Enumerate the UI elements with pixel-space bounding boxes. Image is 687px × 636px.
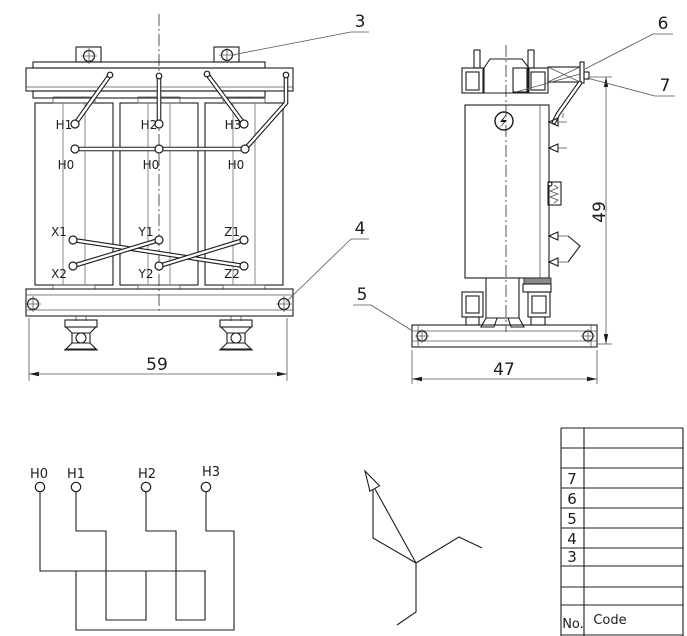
schematic-label-h1: H1 [67,467,85,482]
callout-4-text: 4 [355,219,366,239]
table-row-no-6: 6 [567,490,577,508]
side-view: 49 47 5 6 7 [353,14,675,384]
table-header-no: No. [562,617,584,632]
parts-table: 7 6 5 4 3 No. Code [560,427,684,636]
tap-block [547,181,562,206]
bushing-box [547,61,590,84]
side-width-dim-text: 47 [493,360,515,380]
neutral-label-2: H0 [143,158,160,172]
table-row-no-4: 4 [567,530,577,548]
callout-7-text: 7 [660,76,671,96]
bolt-icon [581,329,595,343]
phasor-arrowhead-icon [363,469,381,493]
front-roller-right [219,316,253,351]
schematic-phase3-wire [75,492,235,631]
schematic-label-h2: H2 [138,467,156,482]
front-width-dimension: 59 [28,318,288,381]
front-view: 59 H1 H2 H3 H0 H0 H0 X1 Y1 Z1 X2 Y2 Z2 [25,14,294,381]
table-row-no-7: 7 [567,470,577,488]
schematic-label-h3: H3 [202,465,220,480]
front-roller-left [64,316,98,351]
hv-terminal-label-h1: H1 [56,118,73,132]
callout-5: 5 [353,285,412,331]
winding-schematic: H0 H1 H2 H3 [30,465,235,631]
front-bottom-clamp [25,288,294,317]
table-header-code: Code [593,613,626,628]
callout-6: 6 [584,14,673,70]
side-tank-body [464,104,581,279]
bolt-icon [25,296,41,312]
lv-label-z1: Z1 [224,225,240,239]
callout-5-text: 5 [357,285,368,305]
lv-label-y1: Y1 [138,225,154,239]
side-height-dimension: 49 [590,76,612,345]
callout-6-text: 6 [658,14,669,34]
side-base-assembly [411,277,598,348]
table-row-no-5: 5 [567,510,577,528]
schematic-neutral-bus [39,492,206,572]
callout-4: 4 [285,219,369,303]
front-hv-busbars [70,70,290,154]
callout-3: 3 [231,12,369,56]
lv-label-x1: X1 [51,225,67,239]
front-width-dim-text: 59 [146,355,168,375]
support-bracket [547,231,581,267]
neutral-label-3: H0 [228,158,245,172]
hv-terminal-label-h2: H2 [141,118,158,132]
side-top-structure [461,49,590,125]
front-winding-columns [34,96,284,290]
bolt-icon [415,329,429,343]
terminal-clamp-icon [547,113,567,127]
table-row-no-3: 3 [567,548,577,566]
callout-3-text: 3 [355,12,366,32]
lv-label-x2: X2 [51,267,67,281]
schematic-phase1-wire [75,492,147,621]
schematic-phase2-wire [145,492,206,621]
lifting-ring-icon [81,48,97,64]
front-lv-delta-busbars [68,235,249,271]
side-height-dim-text: 49 [590,201,610,223]
terminal-clamp-icon [547,143,567,153]
callout-7: 7 [586,76,675,97]
lv-label-y2: Y2 [138,267,154,281]
side-width-dimension: 47 [411,350,598,384]
danger-lightning-icon [494,111,514,131]
lv-label-z2: Z2 [224,267,240,281]
neutral-label-1: H0 [58,158,75,172]
vector-group-diagram [363,469,483,626]
hv-terminal-label-h3: H3 [225,118,242,132]
schematic-label-h0: H0 [30,467,48,482]
